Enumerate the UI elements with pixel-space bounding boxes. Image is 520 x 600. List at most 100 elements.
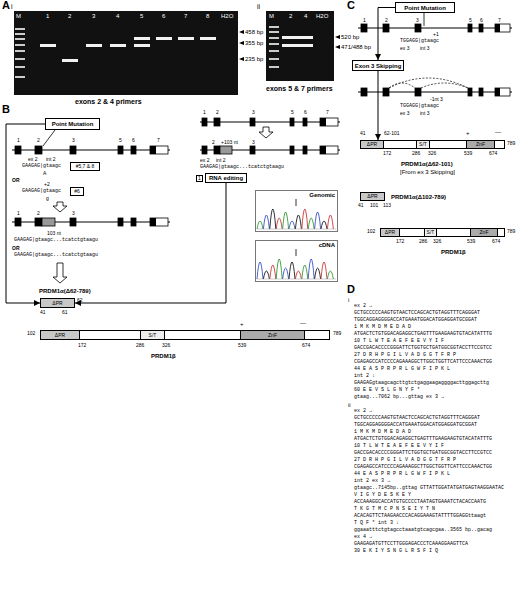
intron-line <box>200 122 340 123</box>
trace-peak <box>257 262 263 279</box>
figure-label: int 2 <box>46 157 55 162</box>
size-marker <box>335 45 340 49</box>
node-text: ZnF <box>480 230 489 235</box>
exon-box <box>131 218 136 226</box>
figure-label: 2 <box>68 13 71 19</box>
exon-coding <box>150 218 156 226</box>
figure-label: int 2 <box>216 158 225 163</box>
figure-label: C <box>347 0 355 11</box>
trace-peak <box>315 212 321 229</box>
figure-label: 5 <box>119 138 122 143</box>
block-arrow <box>53 263 67 283</box>
figure-label: 1 <box>203 110 206 115</box>
exon-box <box>495 24 510 32</box>
figure-label: 789 <box>507 229 515 234</box>
ladder-band <box>269 58 279 60</box>
figure-label: OR <box>12 178 20 183</box>
trace-peak <box>289 262 295 279</box>
exon-box <box>220 146 232 154</box>
mutation-pointer <box>424 13 425 26</box>
figure-label: + <box>240 321 244 327</box>
exon-box <box>15 146 21 154</box>
sequence-text: 44 E A S P R P R L G W F I P K L <box>354 367 450 372</box>
trace-peak <box>257 221 263 229</box>
mutation-pointer <box>43 130 55 146</box>
exon-box <box>303 118 307 126</box>
figure-label: 3 <box>252 110 255 115</box>
size-marker <box>239 41 244 45</box>
figure-label: 5 <box>469 18 472 23</box>
chromatogram-panel: Genomic <box>255 190 338 232</box>
domain-box: ΔPR <box>360 140 384 149</box>
trace-peak <box>321 262 327 279</box>
exon-box <box>214 118 220 126</box>
size-marker <box>335 35 340 39</box>
node-text: RNA editing <box>209 175 243 181</box>
trace-peak <box>263 271 269 279</box>
figure-label: 539 <box>464 151 472 156</box>
exon-box <box>202 146 207 154</box>
figure-label: 7 <box>184 13 187 19</box>
figure-label: 674 <box>489 151 497 156</box>
figure-label: 4 <box>116 13 119 19</box>
figure-label: 326 <box>433 239 441 244</box>
figure-label: 103 nt <box>47 231 61 236</box>
gene-diagram <box>12 146 170 154</box>
sequence-text: ACCAAAGGCACCATGTGCCCCTAATAGTGAAATCTACACC… <box>354 500 486 505</box>
ladder-band <box>15 44 25 46</box>
ladder-band <box>269 37 279 39</box>
exon-box <box>290 146 294 154</box>
figure-label: int 3 <box>420 46 429 51</box>
figure-label: 2 <box>289 13 292 19</box>
exon-coding <box>495 88 500 96</box>
sequence-text: 60 E E V S L G N Y F * <box>354 388 420 393</box>
figure-label: int 3 <box>420 111 429 116</box>
figure-label: ii <box>348 402 351 408</box>
node-text: Point Mutation <box>52 121 94 127</box>
ladder-band <box>15 76 25 78</box>
sequence-text: GAAGAG|gtaagc...tcatctgtaagu <box>14 238 98 243</box>
figure-label: 326 <box>162 343 170 348</box>
sequence-text: CGAGAGCCATCCCCAGAAAGGCTTGGCTGGTTCATTCCCA… <box>354 360 492 365</box>
ladder-band <box>15 33 25 35</box>
sequence-text: T Q F * int 3 ↓ <box>354 521 399 526</box>
gel-band <box>62 59 78 62</box>
figure-label: 539 <box>238 343 246 348</box>
trace-peak <box>283 268 289 279</box>
sequence-text: GAAGAG|gtaagc <box>22 164 61 169</box>
sequence-text: 10 T L W T E A E F E E V Y I F <box>354 444 444 449</box>
sequence-text: T K G T M C P N S E I Y T N <box>354 507 435 512</box>
gel-image <box>14 11 340 95</box>
protein-box: PRDM1α(Δ62-789)ΔPR <box>40 298 75 308</box>
figure-label: i <box>11 3 13 10</box>
sequence-text: 1 M K M D M E D A D <box>354 430 411 435</box>
figure-label: 539 <box>467 239 475 244</box>
figure-label: OR <box>12 246 20 251</box>
sequence-text: ATGACTCTGTGGACAGAGGCTGAGTTTGAAGAAGTGTACA… <box>354 332 492 337</box>
ladder-band <box>15 50 25 52</box>
figure-label: 7 <box>498 18 501 23</box>
sequence-text: GCTGCCCCCAAGTGTAACTCCAGCACTGTAGGTTTCAGGG… <box>354 311 480 316</box>
exon-box <box>290 118 294 126</box>
figure-label: 3 <box>252 140 255 145</box>
node-text: Point Mutation <box>404 5 446 11</box>
sequence-text: GACCGACACCCCGGGATTCTGGTGCTGATGGCGGTACCTT… <box>354 451 492 456</box>
sequence-text: 27 D R H P G I L V A D G G T F R P <box>354 353 456 358</box>
figure-label: 520 bp <box>341 34 359 40</box>
gel-band <box>134 37 150 40</box>
sequence-text: ex 2 → <box>354 409 372 414</box>
figure-label: 1 <box>46 13 49 19</box>
sequence-text: GAAGAG|gtaagc...tcatctgtaagu <box>200 165 284 170</box>
exon-box <box>383 88 389 96</box>
gene-diagram <box>358 88 512 96</box>
figure-label: exons 2 & 4 primers <box>75 98 142 105</box>
node-heading: PRDM1β <box>151 353 176 359</box>
ladder-band <box>269 43 279 45</box>
node-text: ZnF <box>476 142 485 147</box>
figure-label: 1 <box>17 138 20 143</box>
exon-box <box>468 24 472 32</box>
process-box: Exon 3 Skipping <box>352 60 404 71</box>
figure-label: 674 <box>302 343 310 348</box>
ladder-band <box>15 66 25 68</box>
